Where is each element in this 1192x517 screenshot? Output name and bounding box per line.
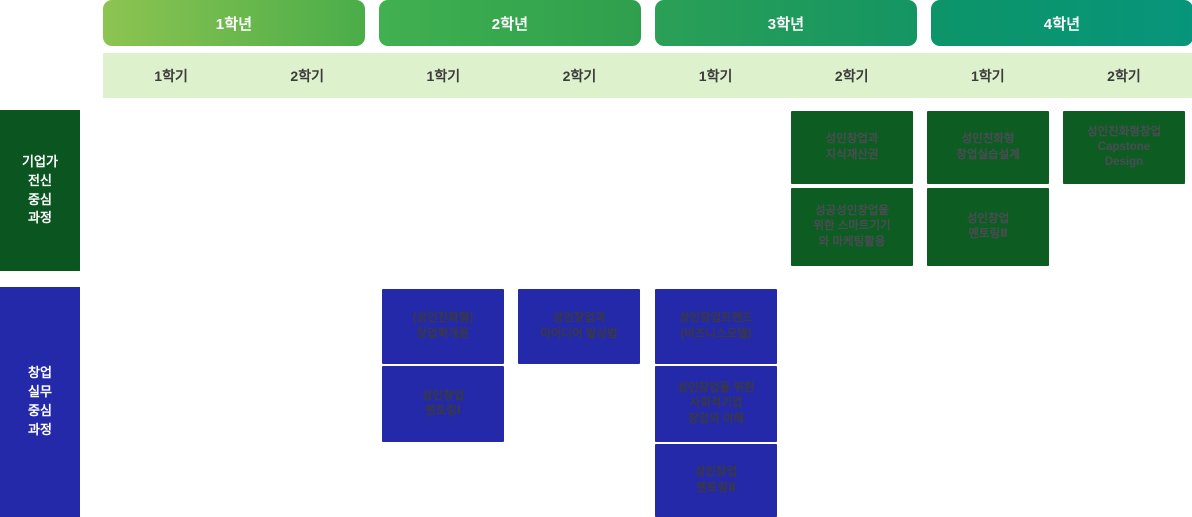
course-card[interactable]: 성공성인창업을 위한 스마트기기 와 마케팅활용 [791,188,913,266]
track-label-text: 기업가 전신 중심 과정 [22,153,58,226]
year-header-2: 2학년 [379,0,641,46]
semester-cell-2: 2학기 [290,67,324,84]
course-card[interactable]: (성인친화형) 창업학개론 [382,289,504,364]
course-card[interactable]: 성인창업 멘토링Ⅱ [927,188,1049,266]
semester-cell-3: 1학기 [426,67,461,84]
semester-cell-8: 2학기 [1107,67,1141,84]
course-card[interactable]: 성인창업과 지식재산권 [791,111,913,184]
semester-cell-1: 1학기 [154,67,188,84]
year-header-label: 3학년 [767,15,805,33]
course-card[interactable]: 성인창업트렌드 (비즈니스모델) [655,289,777,364]
course-card[interactable]: 성인창업 멘토링Ⅱ [655,444,777,517]
course-card[interactable]: 성인친화형창업 Capstone Design [1063,111,1185,184]
semester-cell-6: 2학기 [834,67,869,84]
course-card[interactable]: 성인창업과 아이디어 발상법 [518,289,640,364]
course-card[interactable]: 성인창업을 위한 사회적기업 창업의 이해 [655,366,777,442]
semester-cell-7: 1학기 [971,67,1005,84]
year-header-label: 4학년 [1043,15,1081,33]
year-header-1: 1학년 [103,0,365,46]
year-header-label: 2학년 [491,15,529,33]
track-label-entrepreneur: 기업가 전신 중심 과정 [0,110,80,271]
year-header-4: 4학년 [931,0,1192,46]
year-header-label: 1학년 [215,15,253,33]
semester-cell-4: 2학기 [562,67,597,84]
semester-cell-5: 1학기 [698,67,733,84]
semester-header-strip: 1학기 2학기 1학기 2학기 1학기 2학기 1학기 2학기 [103,53,1192,98]
track-label-practical: 창업 실무 중심 과정 [0,287,80,517]
course-card[interactable]: 성인친화형 창업실습설계 [927,111,1049,184]
year-header-3: 3학년 [655,0,917,46]
track-label-text: 창업 실무 중심 과정 [28,365,52,437]
course-card[interactable]: 성인창업 멘토링Ⅰ [382,366,504,442]
